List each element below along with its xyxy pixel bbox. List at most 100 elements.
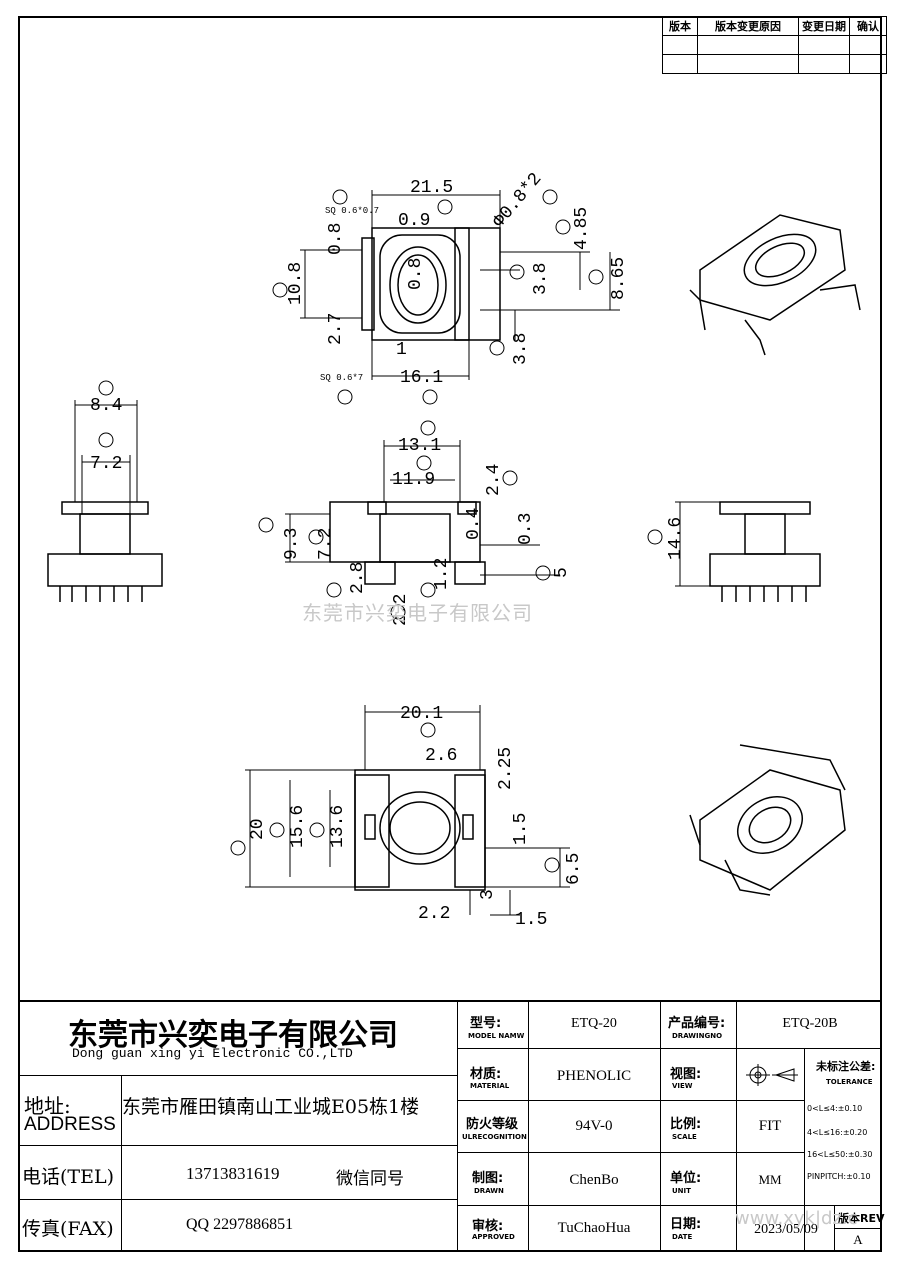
fax-label-cell: 传真(FAX) (18, 1200, 122, 1252)
dim-1-5-top: 1.5 (511, 813, 531, 845)
dim-4-85: 4.85 (572, 207, 592, 250)
tel-value-cell: 13713831619 微信同号 (122, 1146, 458, 1200)
unit-label: 单位: (670, 1171, 702, 1186)
dim-7-2-front: 7.2 (316, 528, 336, 560)
approved-sub: APPROVED (472, 1233, 515, 1241)
company-name-en: Dong guan xing yi Electronic CO.,LTD (72, 1046, 353, 1061)
address-label-cell: 地址: ADDRESS (18, 1076, 122, 1146)
dim-1: 1 (396, 340, 407, 360)
model-label: 型号: (470, 1016, 502, 1031)
right-side-view (675, 501, 821, 602)
approved-value: TuChaoHua (557, 1220, 631, 1236)
tel-label-cell: 电话(TEL) (18, 1146, 122, 1200)
grid-line-4 (458, 1205, 882, 1206)
model-value: ETQ-20 (571, 1016, 617, 1031)
title-block (18, 1000, 882, 1252)
date-value: 2023/05/09 (754, 1222, 818, 1237)
company-cell: 东莞市兴奕电子有限公司 Dong guan xing yi Electronic… (18, 1000, 458, 1076)
fax-label: 传真(FAX) (22, 1218, 114, 1240)
tolerance-4: PINPITCH:±0.10 (807, 1172, 871, 1181)
dim-2-2-front: 2.2 (391, 594, 411, 626)
bottom-view (245, 705, 570, 916)
drawn-value: ChenBo (569, 1172, 619, 1188)
flame-label: 防火等级 (466, 1117, 519, 1132)
grid-col-4 (804, 1048, 805, 1252)
dim-0-3: 0.3 (516, 513, 536, 545)
tel-value: 13713831619 (186, 1164, 280, 1183)
dim-3: 3 (478, 889, 498, 900)
address-label-cn: 地址: (24, 1094, 71, 1118)
view-label: 视图: (670, 1067, 702, 1082)
projection-symbol-icon (746, 1064, 798, 1086)
dim-phi-0-8: Φ0.8*2 (489, 169, 546, 232)
drawing-no-label: 产品编号: (668, 1016, 726, 1031)
dim-13-6: 13.6 (328, 805, 348, 848)
dim-14-6: 14.6 (666, 517, 686, 560)
dim-9-3: 9.3 (282, 528, 302, 560)
rev-header-reason: 版本变更原因 (697, 16, 799, 36)
approved-label: 审核: (472, 1219, 504, 1234)
drawing-no-sub: DRAWINGNO (672, 1032, 723, 1040)
dim-3-8-e: 3.8 (531, 263, 551, 295)
unit-value: MM (758, 1172, 782, 1187)
address-label-en: ADDRESS (24, 1114, 116, 1135)
material-sub: MATERIAL (470, 1082, 510, 1090)
grid-col-3 (736, 1000, 737, 1252)
technical-drawing: 21.5 0.9 0.8 10.8 0.8 2.7 1 16.1 Φ0.8*2 … (47, 169, 861, 930)
dim-10-8: 10.8 (286, 262, 306, 305)
site-watermark: www.xyk|dz.c (735, 1208, 858, 1229)
rev-row (834, 1228, 882, 1229)
dim-0-9: 0.9 (398, 211, 430, 231)
company-name-cn: 东莞市兴奕电子有限公司 (68, 1018, 398, 1053)
dim-2-25: 2.25 (496, 747, 516, 790)
dim-2-8: 2.8 (348, 562, 368, 594)
dim-20: 20 (248, 818, 268, 840)
date-label: 日期: (670, 1217, 702, 1232)
grid-col-2 (660, 1000, 661, 1252)
address-value-cell: 东莞市雁田镇南山工业城E05栋1楼 (122, 1076, 458, 1146)
grid-line-3 (458, 1152, 804, 1153)
dim-15-6: 15.6 (288, 805, 308, 848)
drawing-no-value: ETQ-20B (782, 1016, 838, 1031)
dim-11-9: 11.9 (392, 470, 435, 490)
dim-6-5: 6.5 (564, 853, 584, 885)
scale-value: FIT (758, 1118, 782, 1134)
scale-label: 比例: (670, 1117, 702, 1132)
tolerance-3: 16<L≤50:±0.30 (807, 1150, 873, 1159)
dim-sq-0-6x7: SQ 0.6*7 (320, 373, 363, 383)
flame-value: 94V-0 (575, 1118, 613, 1134)
dim-0-8-center: 0.8 (406, 258, 426, 290)
scale-sub: SCALE (672, 1133, 697, 1141)
dim-0-8-left: 0.8 (326, 223, 346, 255)
dim-0-4: 0.4 (464, 508, 484, 540)
date-sub: DATE (672, 1233, 693, 1241)
rev-label: 版本REV (838, 1212, 885, 1225)
dim-1-2: 1.2 (432, 558, 452, 590)
dim-sq-0-6x0-7: SQ 0.6*0.7 (325, 206, 379, 216)
dim-16-1: 16.1 (400, 368, 443, 388)
model-sub: MODEL NAMW (468, 1032, 525, 1040)
tolerance-2: 4<L≤16:±0.20 (807, 1128, 868, 1137)
tel-label: 电话(TEL) (22, 1166, 114, 1188)
grid-col-1 (528, 1000, 529, 1252)
dim-21-5: 21.5 (410, 178, 453, 198)
rev-value: A (853, 1232, 863, 1247)
fax-value-cell: QQ 2297886851 (122, 1200, 458, 1252)
dim-2-7: 2.7 (326, 313, 346, 345)
dim-13-1: 13.1 (398, 436, 441, 456)
dim-3-8-b: 3.8 (511, 333, 531, 365)
watermark: 东莞市兴奕电子有限公司 (302, 601, 533, 625)
dim-2-6: 2.6 (425, 746, 457, 766)
dim-20-1: 20.1 (400, 704, 443, 724)
iso-view-top (689, 214, 861, 356)
grid-line-2 (458, 1100, 804, 1101)
tolerance-label: 未标注公差: (816, 1060, 876, 1073)
flame-sub: ULRECOGNITION (462, 1133, 527, 1141)
dim-8-65: 8.65 (609, 257, 629, 300)
dim-1-5-bottom: 1.5 (515, 910, 547, 930)
material-label: 材质: (470, 1067, 502, 1082)
tolerance-1: 0<L≤4:±0.10 (807, 1104, 863, 1113)
view-sub: VIEW (672, 1082, 693, 1090)
dim-7-2: 7.2 (90, 454, 122, 474)
drawn-sub: DRAWN (474, 1187, 504, 1195)
